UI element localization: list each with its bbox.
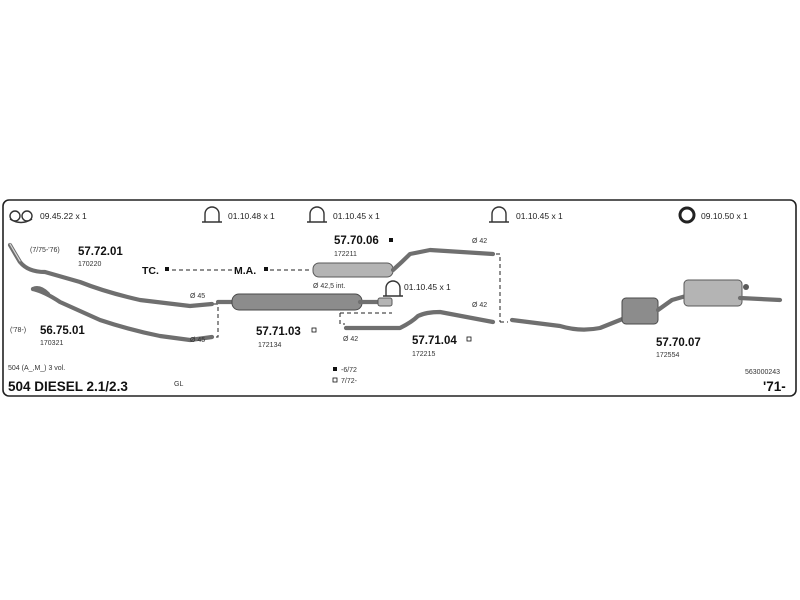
part-code-57-70-06: 172211 — [334, 251, 357, 258]
u-clamp-icon-1 — [202, 206, 222, 223]
diameter-42-c: Ø 42 — [343, 336, 358, 343]
legend-post-label: 7/72- — [341, 378, 358, 385]
rear-muffler-57-70-07 — [509, 279, 783, 332]
u-clamp-icon-4 — [383, 280, 403, 297]
model-title: 504 DIESEL 2.1/2.3 — [8, 379, 128, 394]
hardware-clamp-4-label: 01.10.45 x 1 — [404, 282, 451, 292]
part-note-57-72-01: (7/75-'76) — [30, 247, 60, 254]
part-number-57-70-07: 57.70.07 — [656, 337, 701, 349]
part-code-57-71-04: 172215 — [412, 351, 435, 358]
filled-square-icon-57-70-06 — [389, 238, 393, 242]
hanger-dot — [743, 284, 749, 290]
diameter-45-a: Ø 45 — [190, 293, 205, 300]
year-label: '71- — [763, 379, 786, 394]
open-square-icon-legend — [332, 377, 338, 383]
intermediate-pipe-57-71-04 — [343, 309, 496, 331]
hardware-clamp-pair-label: 09.45.22 x 1 — [40, 211, 87, 221]
diameter-42-5-int: Ø 42,5 int. — [313, 283, 345, 290]
center-muffler-57-71-03 — [215, 293, 393, 311]
filled-square-icon-tc — [165, 267, 169, 271]
hardware-clamp-2-label: 01.10.45 x 1 — [333, 211, 380, 221]
legend-pre-label: -6/72 — [341, 367, 357, 374]
part-code-57-72-01: 170220 — [78, 261, 101, 268]
u-clamp-icon-2 — [307, 206, 327, 223]
open-square-icon-57-71-04 — [466, 336, 472, 342]
part-number-57-71-03: 57.71.03 — [256, 326, 301, 338]
connector-dash-mid — [339, 313, 345, 325]
diameter-45-b: Ø 45 — [190, 337, 205, 344]
part-code-57-70-07: 172554 — [656, 352, 679, 359]
part-code-56-75-01: 170321 — [40, 340, 63, 347]
reference-number: 563000243 — [745, 369, 780, 376]
part-number-57-70-06: 57.70.06 — [334, 235, 379, 247]
pre-muffler-57-70-06 — [312, 247, 496, 278]
part-number-57-71-04: 57.71.04 — [412, 335, 457, 347]
trim-label: GL — [174, 381, 183, 388]
diameter-42-b: Ø 42 — [472, 302, 487, 309]
label-ma: M.A. — [234, 265, 256, 277]
diameter-42-a: Ø 42 — [472, 238, 487, 245]
part-number-57-72-01: 57.72.01 — [78, 246, 123, 258]
connector-dash-right-top — [496, 253, 501, 322]
u-clamp-icon-3 — [489, 206, 509, 223]
front-pipe-57-72-01 — [7, 242, 215, 309]
front-pipe-56-75-01 — [30, 286, 215, 343]
filled-square-icon-legend — [333, 367, 337, 371]
open-square-icon-57-71-03 — [311, 327, 317, 333]
clamp-pair-icon — [9, 210, 33, 224]
filled-square-icon-ma — [264, 267, 268, 271]
hardware-clamp-1-label: 01.10.48 x 1 — [228, 211, 275, 221]
part-number-56-75-01: 56.75.01 — [40, 325, 85, 337]
label-tc: TC. — [142, 265, 159, 277]
hardware-ring-label: 09.10.50 x 1 — [701, 211, 748, 221]
hardware-clamp-3-label: 01.10.45 x 1 — [516, 211, 563, 221]
part-note-56-75-01: ('78-) — [10, 327, 26, 334]
diagram-panel — [2, 199, 797, 397]
variant-label: 504 (A_,M_) 3 vol. — [8, 365, 65, 372]
rubber-ring-icon — [678, 206, 696, 224]
part-code-57-71-03: 172134 — [258, 342, 281, 349]
connector-dash-left — [214, 303, 219, 338]
